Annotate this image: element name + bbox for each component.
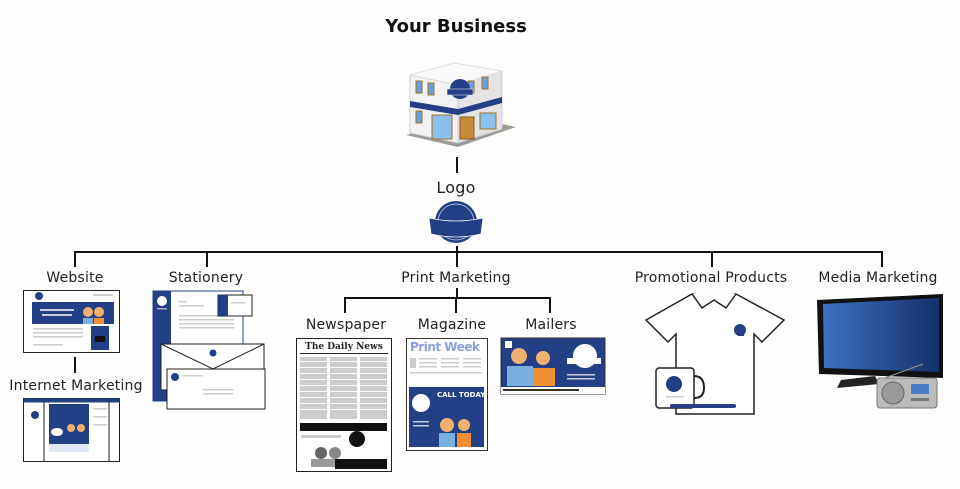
branch-label-internet-marketing: Internet Marketing (9, 378, 143, 394)
connector-newspaper (344, 297, 346, 313)
magazine-cta: CALL TODAY (437, 391, 486, 399)
promotional-products-thumbnail (644, 293, 786, 415)
magazine-thumbnail: Print Week CALL TODAY (406, 338, 488, 451)
website-thumbnail (23, 290, 120, 353)
connector-print-sub (456, 288, 458, 298)
connector-website-internet (74, 357, 76, 373)
logo-emblem-icon (428, 201, 484, 243)
diagram-title: Your Business (385, 16, 527, 37)
connector-media (881, 251, 883, 267)
connector-logo-trunk (456, 246, 458, 252)
connector-stationery (206, 251, 208, 267)
magazine-ad: CALL TODAY (409, 387, 486, 447)
branch-label-stationery: Stationery (168, 270, 244, 286)
newspaper-masthead: The Daily News (300, 341, 388, 354)
stationery-thumbnail (152, 290, 266, 410)
internet-marketing-thumbnail (23, 398, 120, 462)
branch-label-print-marketing: Print Marketing (401, 270, 511, 286)
sub-label-mailers: Mailers (525, 317, 577, 333)
sub-label-newspaper: Newspaper (305, 317, 387, 333)
branch-label-website: Website (46, 270, 104, 286)
connector-mailers (549, 297, 551, 313)
connector-building-logo (456, 157, 458, 173)
newspaper-thumbnail: The Daily News (296, 338, 392, 472)
logo-label: Logo (436, 178, 476, 197)
branch-label-media-marketing: Media Marketing (818, 270, 938, 286)
sub-label-magazine: Magazine (417, 317, 487, 333)
connector-print (456, 251, 458, 267)
magazine-masthead: Print Week (410, 340, 480, 354)
main-horizontal-connector (74, 251, 882, 253)
media-marketing-thumbnail (817, 294, 943, 409)
connector-magazine (455, 297, 457, 313)
magazine-ad-art (412, 394, 471, 447)
connector-promo (711, 251, 713, 267)
print-horizontal-connector (344, 297, 550, 299)
mailer-thumbnail (500, 337, 606, 395)
newspaper-content (297, 357, 390, 469)
building-icon (406, 62, 516, 147)
connector-website (74, 251, 76, 267)
branch-label-promotional-products: Promotional Products (634, 270, 788, 286)
magazine-lines (410, 358, 482, 374)
